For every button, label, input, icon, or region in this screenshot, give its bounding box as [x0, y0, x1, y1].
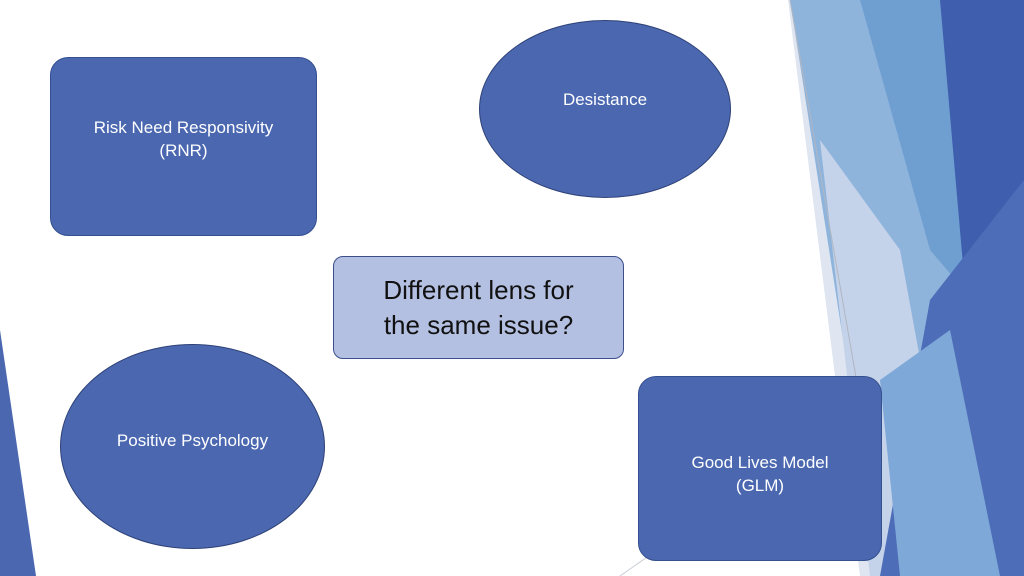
- node-glm: Good Lives Model (GLM): [638, 376, 882, 561]
- center-label: Different lens for the same issue?: [383, 275, 574, 340]
- right-stripe-highlight: [880, 330, 1000, 576]
- center-question-box: Different lens for the same issue?: [333, 256, 624, 359]
- guide-line: [789, 0, 861, 401]
- node-label: Good Lives Model (GLM): [691, 452, 829, 495]
- node-label: Positive Psychology: [116, 431, 269, 451]
- node-label: Desistance: [562, 89, 648, 109]
- node-rnr: Risk Need Responsivity (RNR): [50, 57, 317, 236]
- left-edge-stripe: [0, 330, 36, 576]
- node-label: Risk Need Responsivity (RNR): [93, 117, 274, 160]
- node-positive-psychology: Positive Psychology: [60, 344, 325, 549]
- node-desistance: Desistance: [479, 20, 731, 198]
